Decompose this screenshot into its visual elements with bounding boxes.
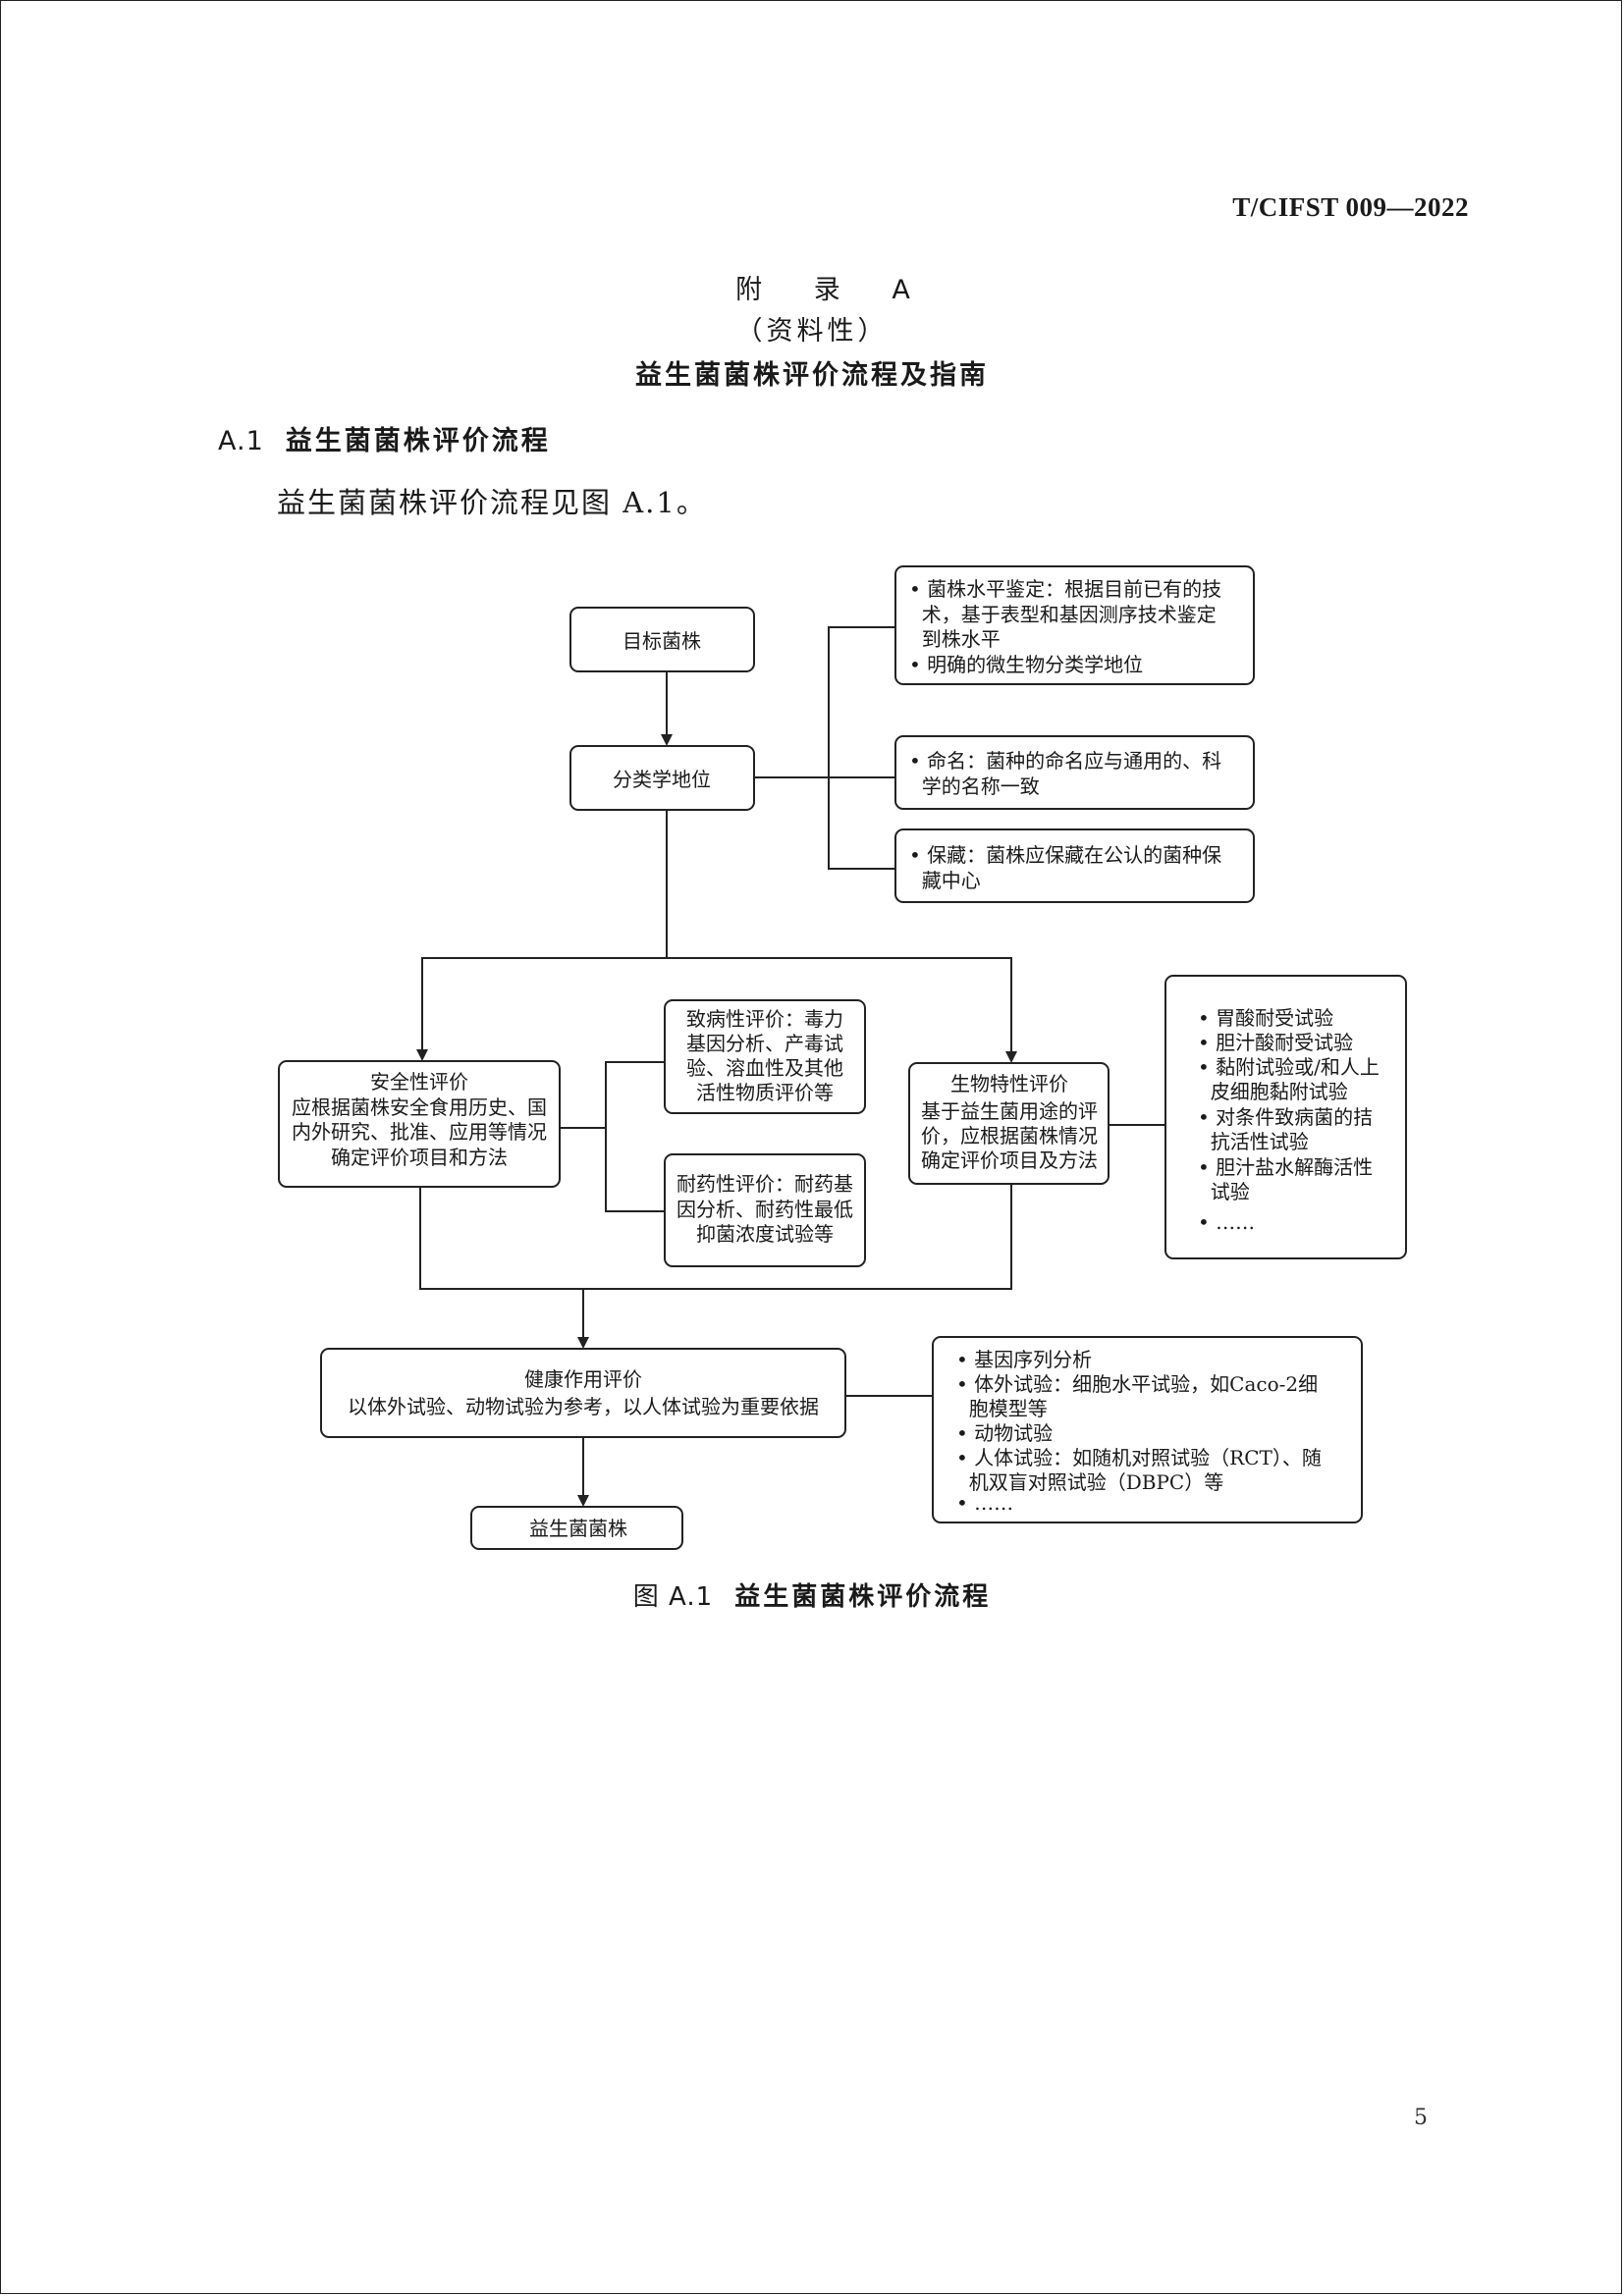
health-test-line: • 动物试验: [956, 1421, 1053, 1445]
biological-line: 基于益生菌用途的评: [921, 1099, 1098, 1123]
identification-line: • 明确的微生物分类学地位: [909, 653, 1143, 676]
box-naming: [894, 735, 1255, 810]
safety-line: 安全性评价: [370, 1070, 468, 1094]
health-text: 健康作用评价 以体外试验、动物试验为参考，以人体试验为重要依据: [348, 1367, 819, 1418]
health-line: 健康作用评价: [524, 1367, 642, 1391]
safety-line: 确定评价项目和方法: [331, 1146, 508, 1169]
box-health: [320, 1348, 846, 1438]
probiotic-label: 益生菌菌株: [529, 1517, 627, 1540]
resistance-text: 耐药性评价：耐药基 因分析、耐药性最低 抑菌浓度试验等: [677, 1172, 853, 1246]
taxonomy-label: 分类学地位: [613, 768, 711, 791]
resistance-line: 耐药性评价：耐药基: [677, 1172, 853, 1196]
pathogenicity-line: 活性物质评价等: [696, 1081, 834, 1104]
pathogenicity-line: 致病性评价：毒力: [686, 1007, 843, 1031]
bio-test-line: • 对条件致病菌的拮: [1198, 1105, 1373, 1129]
appendix-title: 附 录 A: [735, 275, 932, 305]
biological-line: 价，应根据菌株情况: [921, 1124, 1098, 1148]
bio-test-line: 抗活性试验: [1198, 1130, 1309, 1153]
figure-caption: 图 A.1 益生菌菌株评价流程: [0, 1576, 1624, 1613]
bio-test-line: • 胆汁酸耐受试验: [1198, 1031, 1353, 1054]
health-line: 以体外试验、动物试验为参考，以人体试验为重要依据: [348, 1395, 819, 1418]
health-tests-text: • 基因序列分析 • 体外试验：细胞水平试验，如Caco-2细 胞模型等 • 动…: [956, 1348, 1322, 1515]
bio-test-line: • 胃酸耐受试验: [1198, 1006, 1333, 1030]
biological-text: 生物特性评价 基于益生菌用途的评 价，应根据菌株情况 确定评价项目及方法: [921, 1072, 1098, 1172]
target-strain-label: 目标菌株: [623, 629, 701, 653]
naming-line: 学的名称一致: [909, 774, 1040, 798]
biological-line: 确定评价项目及方法: [921, 1148, 1098, 1172]
bio-test-line: • ……: [1198, 1210, 1255, 1234]
safety-line: 内外研究、批准、应用等情况: [292, 1120, 547, 1144]
box-pathogenicity: [664, 999, 866, 1114]
section-heading: A.1 益生菌菌株评价流程: [218, 419, 551, 457]
safety-text: 安全性评价 应根据菌株安全食用历史、国 内外研究、批准、应用等情况 确定评价项目…: [292, 1070, 547, 1169]
naming-line: • 命名：菌种的命名应与通用的、科: [909, 749, 1221, 773]
body-paragraph: 益生菌菌株评价流程见图 A.1。: [277, 486, 707, 519]
naming-text: • 命名：菌种的命名应与通用的、科 学的名称一致: [909, 749, 1221, 798]
bio-test-line: • 胆汁盐水解酶活性: [1198, 1155, 1373, 1179]
pathogenicity-line: 验、溶血性及其他: [686, 1056, 843, 1080]
health-test-line: 胞模型等: [956, 1397, 1048, 1420]
figure-number: 图 A.1: [632, 1582, 714, 1612]
bio-test-line: 试验: [1198, 1180, 1250, 1203]
box-health-tests: [932, 1336, 1363, 1523]
bio-tests-text: • 胃酸耐受试验 • 胆汁酸耐受试验 • 黏附试验或/和人上 皮细胞黏附试验 •…: [1198, 1006, 1380, 1234]
document-code: T/CIFST 009—2022: [1232, 192, 1469, 222]
identification-line: • 菌株水平鉴定：根据目前已有的技: [909, 577, 1221, 601]
bio-test-line: • 黏附试验或/和人上: [1198, 1055, 1380, 1079]
preservation-text: • 保藏：菌株应保藏在公认的菌种保 藏中心: [909, 843, 1221, 892]
figure-title: 益生菌菌株评价流程: [734, 1582, 992, 1612]
pathogenicity-text: 致病性评价：毒力 基因分析、产毒试 验、溶血性及其他 活性物质评价等: [686, 1007, 843, 1104]
health-test-line: 机双盲对照试验（DBPC）等: [956, 1470, 1223, 1494]
identification-line: 术，基于表型和基因测序技术鉴定: [909, 603, 1217, 626]
box-identification: [894, 565, 1255, 685]
box-bio-tests: [1164, 975, 1407, 1259]
pathogenicity-line: 基因分析、产毒试: [686, 1032, 843, 1055]
section-number: A.1: [218, 426, 264, 456]
identification-text: • 菌株水平鉴定：根据目前已有的技 术，基于表型和基因测序技术鉴定 到株水平 •…: [909, 577, 1221, 676]
appendix-name: 益生菌菌株评价流程及指南: [635, 360, 989, 391]
preservation-line: 藏中心: [909, 869, 981, 892]
appendix-nature: （资料性）: [735, 316, 889, 347]
health-test-line: • ……: [956, 1491, 1013, 1515]
resistance-line: 抑菌浓度试验等: [696, 1222, 834, 1246]
preservation-line: • 保藏：菌株应保藏在公认的菌种保: [909, 843, 1221, 867]
section-title: 益生菌菌株评价流程: [285, 426, 551, 456]
safety-line: 应根据菌株安全食用历史、国: [292, 1095, 547, 1119]
health-test-line: • 体外试验：细胞水平试验，如Caco-2细: [956, 1372, 1318, 1396]
health-test-line: • 人体试验：如随机对照试验（RCT）、随: [956, 1446, 1322, 1469]
health-test-line: • 基因序列分析: [956, 1348, 1092, 1371]
bio-test-line: 皮细胞黏附试验: [1198, 1080, 1348, 1103]
identification-line: 到株水平: [909, 627, 1001, 651]
biological-line: 生物特性评价: [950, 1072, 1068, 1095]
box-probiotic: [470, 1506, 683, 1550]
box-preservation: [894, 828, 1255, 903]
box-target-strain: [569, 607, 755, 672]
resistance-line: 因分析、耐药性最低: [677, 1198, 853, 1221]
flowchart: 目标菌株 分类学地位 • 菌株水平鉴定：根据目前已有的技 术，基于表型和基因测序…: [278, 565, 1407, 1550]
page-number: 5: [1414, 2106, 1428, 2130]
box-biological: [908, 1062, 1110, 1185]
